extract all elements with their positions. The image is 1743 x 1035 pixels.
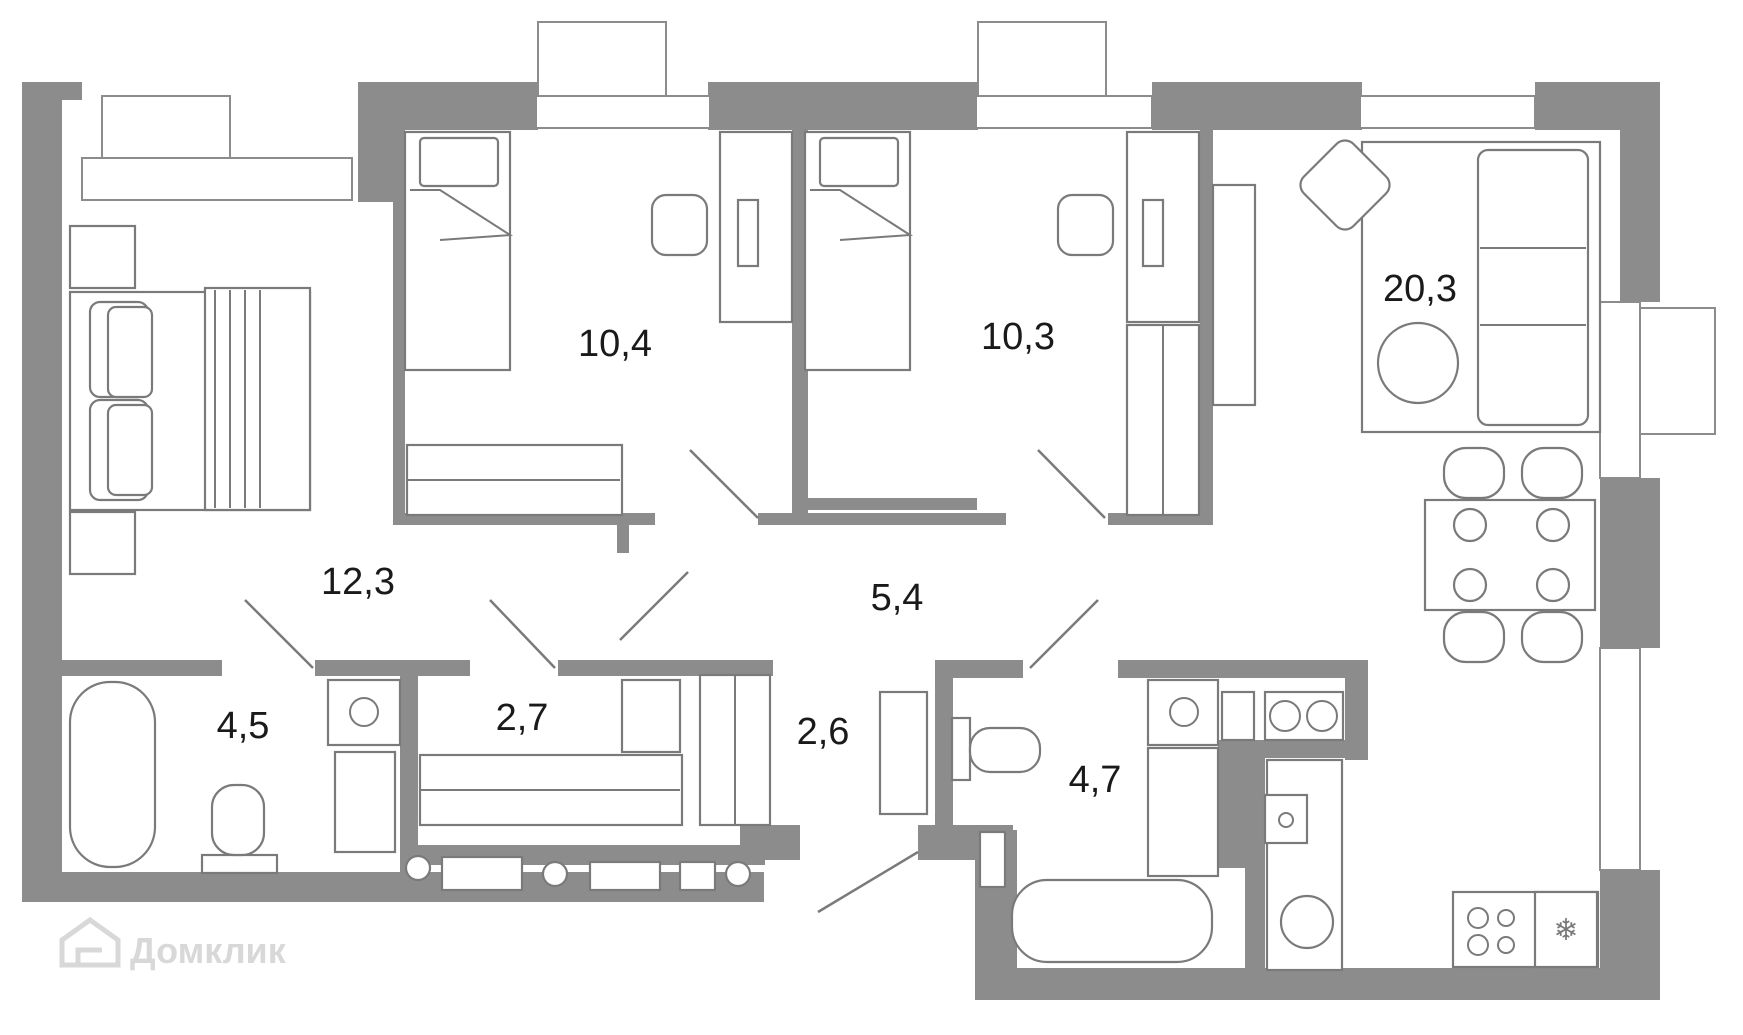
- washbasin-icon: [333, 750, 397, 854]
- area-label-room-1: 10,4: [578, 323, 652, 365]
- doors: [244, 449, 1106, 914]
- area-label-bathroom-1: 4,5: [217, 705, 270, 747]
- area-label-room-2: 10,3: [981, 316, 1055, 358]
- fridge-icon: [1533, 890, 1599, 969]
- corridor-furniture: [878, 690, 929, 816]
- dining-table-icon: [1423, 498, 1597, 612]
- bathtub-icon: [68, 680, 157, 869]
- chair-icon: [650, 193, 709, 257]
- armchair-icon: [1299, 139, 1391, 231]
- area-label-living-kitchen: 20,3: [1383, 268, 1457, 310]
- bathroom-2-furniture: [950, 678, 1345, 964]
- living-kitchen-furniture: ❄: [1263, 139, 1602, 972]
- room-2-furniture: [803, 130, 1257, 517]
- wardrobe-furniture: [404, 673, 772, 892]
- toilet-icon: [968, 726, 1042, 774]
- tv-stand-icon: [1211, 183, 1257, 407]
- toilet-icon: [210, 783, 266, 857]
- area-label-bathroom-2: 4,7: [1069, 759, 1122, 801]
- area-label-wardrobe: 2,7: [496, 697, 549, 739]
- room-1-furniture: [403, 130, 794, 517]
- watermark-text: Домклик: [130, 930, 287, 971]
- watermark: Домклик: [59, 916, 287, 971]
- area-label-corridor: 2,6: [797, 711, 850, 753]
- bathtub-icon: [1010, 878, 1214, 964]
- kitchen-sink-icon: [1279, 894, 1335, 950]
- washbasin-icon: [1146, 746, 1220, 878]
- double-bed-icon: [68, 224, 312, 576]
- area-label-hall: 5,4: [871, 577, 924, 619]
- area-labels: 12,3 10,4 10,3 20,3 5,4 4,5 2,7 2,6 4,7: [217, 268, 1457, 801]
- washing-machine-icon: [326, 678, 402, 747]
- washing-machine-icon: [1146, 678, 1220, 747]
- bathroom-1-furniture: [68, 678, 402, 875]
- chair-icon: [1056, 193, 1115, 257]
- coffee-table-icon: [1376, 321, 1460, 405]
- svg-text:❄: ❄: [1553, 913, 1578, 948]
- shoe-icon: [620, 678, 682, 754]
- windows: [81, 21, 1716, 871]
- shoe-rack-icon: [878, 690, 929, 816]
- house-logo-icon: [59, 916, 121, 968]
- sofa-icon: [1476, 148, 1590, 427]
- area-label-bedroom: 12,3: [321, 561, 395, 603]
